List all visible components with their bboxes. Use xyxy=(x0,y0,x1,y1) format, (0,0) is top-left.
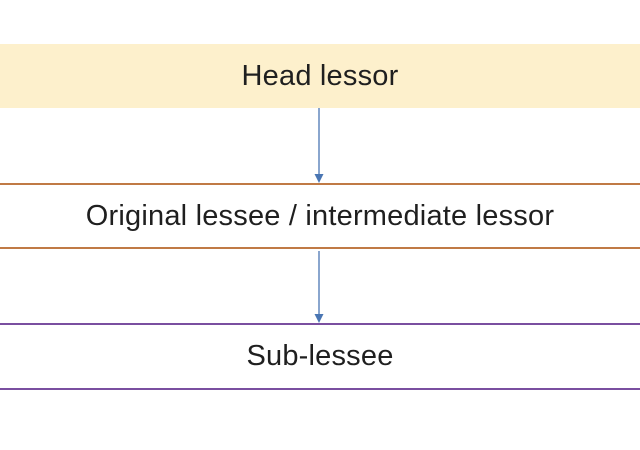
arrow-head-to-original xyxy=(314,108,324,183)
original-lessee-box: Original lessee / intermediate lessor xyxy=(0,183,640,249)
original-lessee-label: Original lessee / intermediate lessor xyxy=(85,199,555,232)
sub-lessee-box: Sub-lessee xyxy=(0,323,640,390)
sub-lessee-label: Sub-lessee xyxy=(246,340,394,372)
head-lessor-box: Head lessor xyxy=(0,44,640,108)
arrow-original-to-sub xyxy=(314,251,324,323)
head-lessor-label: Head lessor xyxy=(241,59,399,92)
